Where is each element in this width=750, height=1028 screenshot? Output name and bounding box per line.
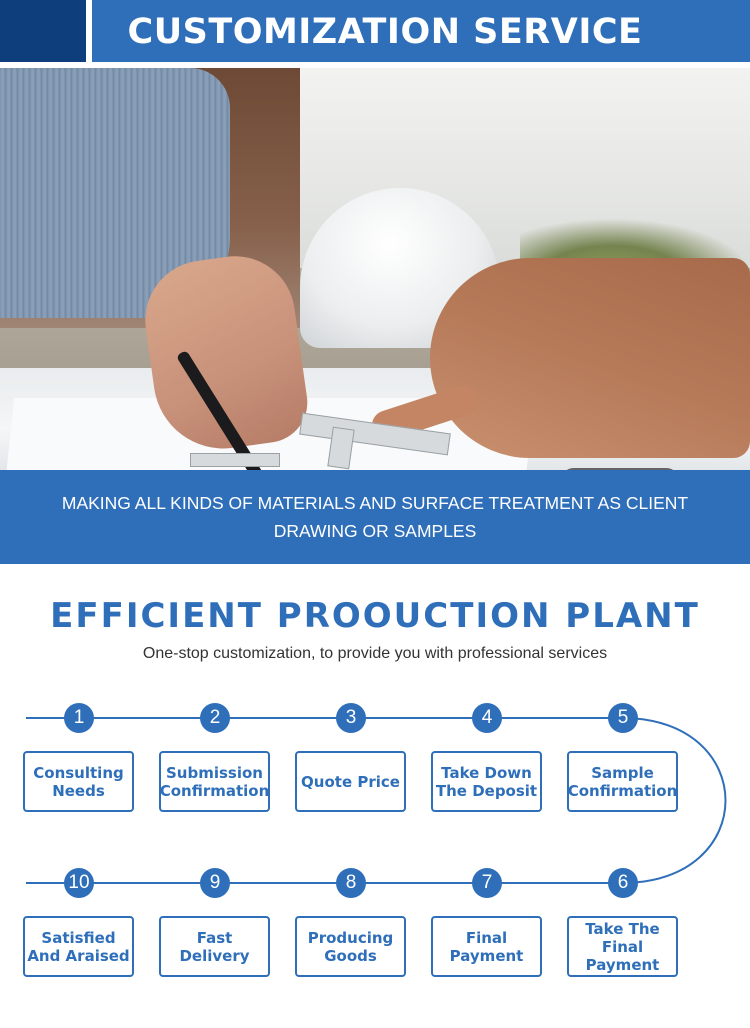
process-connector-lines (26, 717, 727, 884)
step-box-submission-confirmation: Submission Confirmation (159, 751, 270, 812)
step-number-1: 1 (64, 703, 94, 733)
step-box-satisfied: Satisfied And Araised (23, 916, 134, 977)
step-box-consulting-needs: Consulting Needs (23, 751, 134, 812)
step-box-fast-delivery: Fast Delivery (159, 916, 270, 977)
banner-text: MAKING ALL KINDS OF MATERIALS AND SURFAC… (61, 493, 689, 541)
step-box-take-final-payment: Take The Final Payment (567, 916, 678, 977)
step-box-sample-confirmation: Sample Confirmation (567, 751, 678, 812)
step-number-5: 5 (608, 703, 638, 733)
step-number-3: 3 (336, 703, 366, 733)
section-title: EFFICIENT PROOUCTION PLANT (50, 596, 700, 636)
section-subtitle: One-stop customization, to provide you w… (142, 645, 608, 662)
hero-right-arm (430, 258, 750, 458)
header-bar (92, 0, 750, 62)
header-accent-block (0, 0, 86, 62)
info-banner: MAKING ALL KINDS OF MATERIALS AND SURFAC… (0, 470, 750, 564)
hero-photo (0, 68, 750, 470)
step-number-9: 9 (200, 868, 230, 898)
step-box-final-payment: Final Payment (431, 916, 542, 977)
step-number-7: 7 (472, 868, 502, 898)
step-box-quote-price: Quote Price (295, 751, 406, 812)
page-header: CUSTOMIZATION SERVICE (0, 0, 750, 68)
step-box-take-down-deposit: Take Down The Deposit (431, 751, 542, 812)
hero-metal-bracket (190, 453, 280, 467)
step-number-10: 10 (64, 868, 94, 898)
step-number-2: 2 (200, 703, 230, 733)
page-title: CUSTOMIZATION SERVICE (127, 12, 643, 52)
step-number-4: 4 (472, 703, 502, 733)
step-box-producing-goods: Producing Goods (295, 916, 406, 977)
step-number-6: 6 (608, 868, 638, 898)
step-number-8: 8 (336, 868, 366, 898)
